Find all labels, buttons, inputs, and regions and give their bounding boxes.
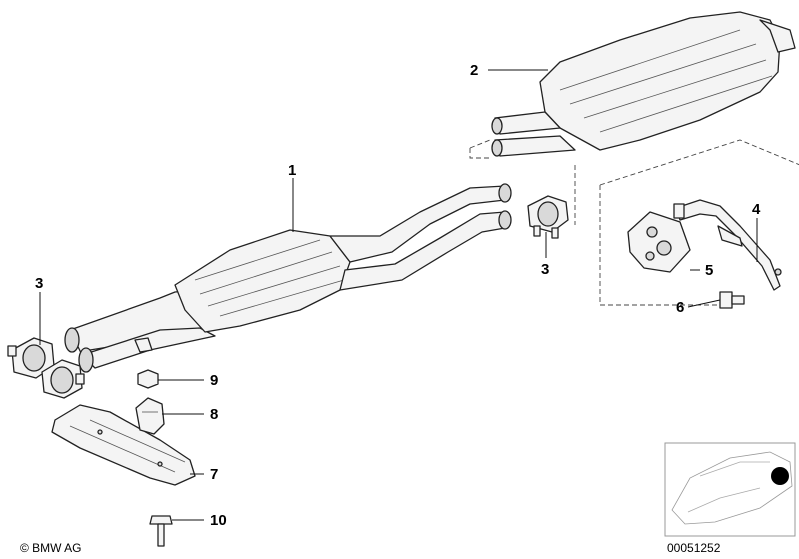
clamp-right[interactable] [527,195,569,239]
callout-10: 10 [210,512,227,529]
heat-shield[interactable] [51,404,196,486]
callout-6: 6 [676,299,684,316]
hex-nut[interactable] [137,369,159,389]
callout-2: 2 [470,62,478,79]
leader-lines [39,69,758,521]
callout-5: 5 [705,262,713,279]
callout-3-right: 3 [541,261,549,278]
bolt[interactable] [149,515,173,547]
copyright-text: © BMW AG [20,541,82,555]
rear-silencer[interactable] [491,11,796,157]
gasket[interactable] [627,211,691,273]
callout-3-left: 3 [35,275,43,292]
callout-1: 1 [288,162,296,179]
diagram-number: 00051252 [667,541,721,555]
callout-9: 9 [210,372,218,389]
callout-4: 4 [752,201,761,218]
callout-7: 7 [210,466,218,483]
rubber-mounting[interactable] [135,397,165,435]
reference-lines [469,139,799,306]
front-pipe-catalytic-converter[interactable] [64,183,512,373]
clamp-left-lower[interactable] [41,359,85,399]
bracket[interactable] [673,199,782,291]
location-marker [771,467,789,485]
vehicle-location-inset [664,442,796,537]
screw[interactable] [719,291,745,309]
callout-8: 8 [210,406,218,423]
